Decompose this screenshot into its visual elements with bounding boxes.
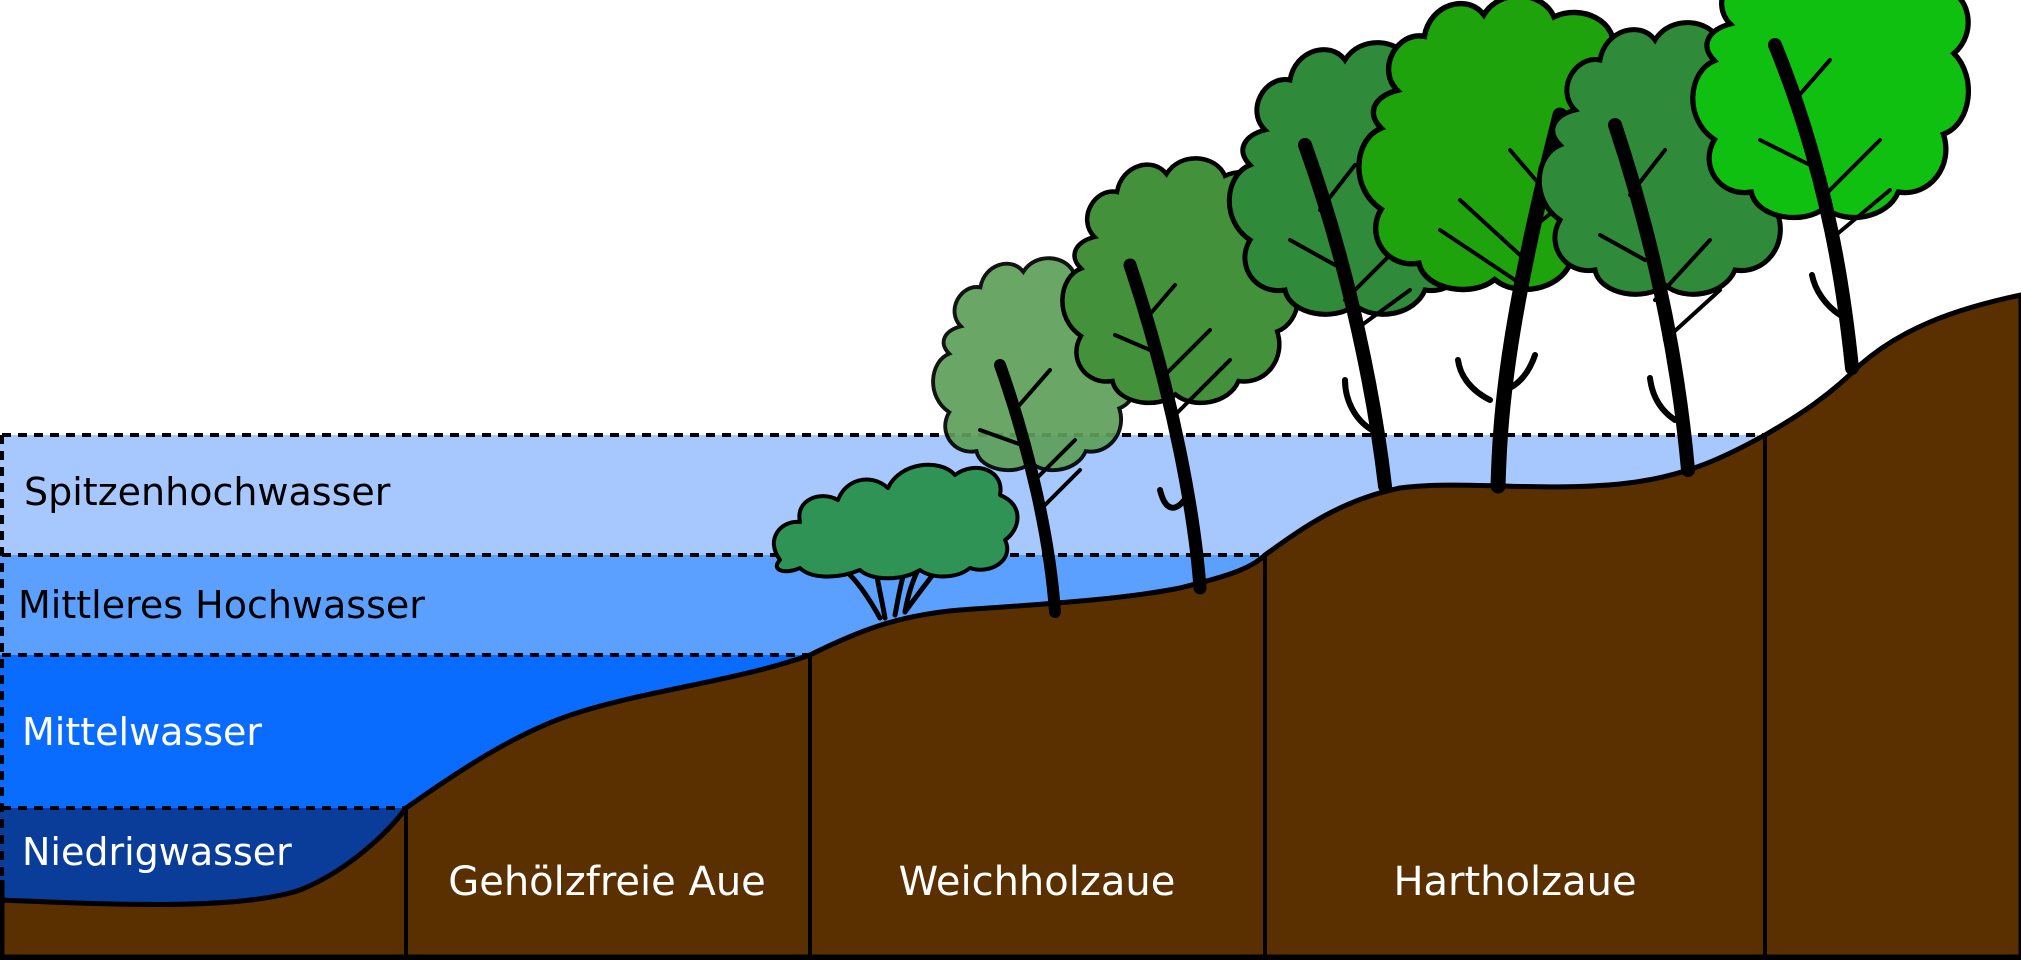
willow-tree-2-trunk	[1113, 258, 1232, 595]
zone-separators	[404, 435, 1767, 960]
water-level-labels: Spitzenhochwasser Mittleres Hochwasser M…	[18, 470, 425, 874]
softwood-floodplain-label: Weichholzaue	[899, 859, 1176, 905]
mean-water-label: Mittelwasser	[22, 710, 262, 754]
water-level-lines	[0, 433, 1765, 900]
treeless-floodplain-label: Gehölzfreie Aue	[448, 859, 766, 905]
shrub	[772, 462, 1020, 621]
oak-tree-4	[1693, 0, 1969, 218]
zone-labels: Gehölzfreie Aue Weichholzaue Hartholzaue	[448, 859, 1636, 905]
low-water-label: Niedrigwasser	[22, 830, 292, 874]
willow-tree-1-trunk	[978, 359, 1082, 618]
peak-flood-label: Spitzenhochwasser	[24, 470, 391, 514]
oak-tree-4-trunk	[1758, 38, 1892, 375]
mean-flood-label: Mittleres Hochwasser	[18, 583, 425, 627]
hardwood-floodplain-label: Hartholzaue	[1393, 859, 1636, 905]
oak-tree-3-trunk	[1598, 118, 1722, 477]
